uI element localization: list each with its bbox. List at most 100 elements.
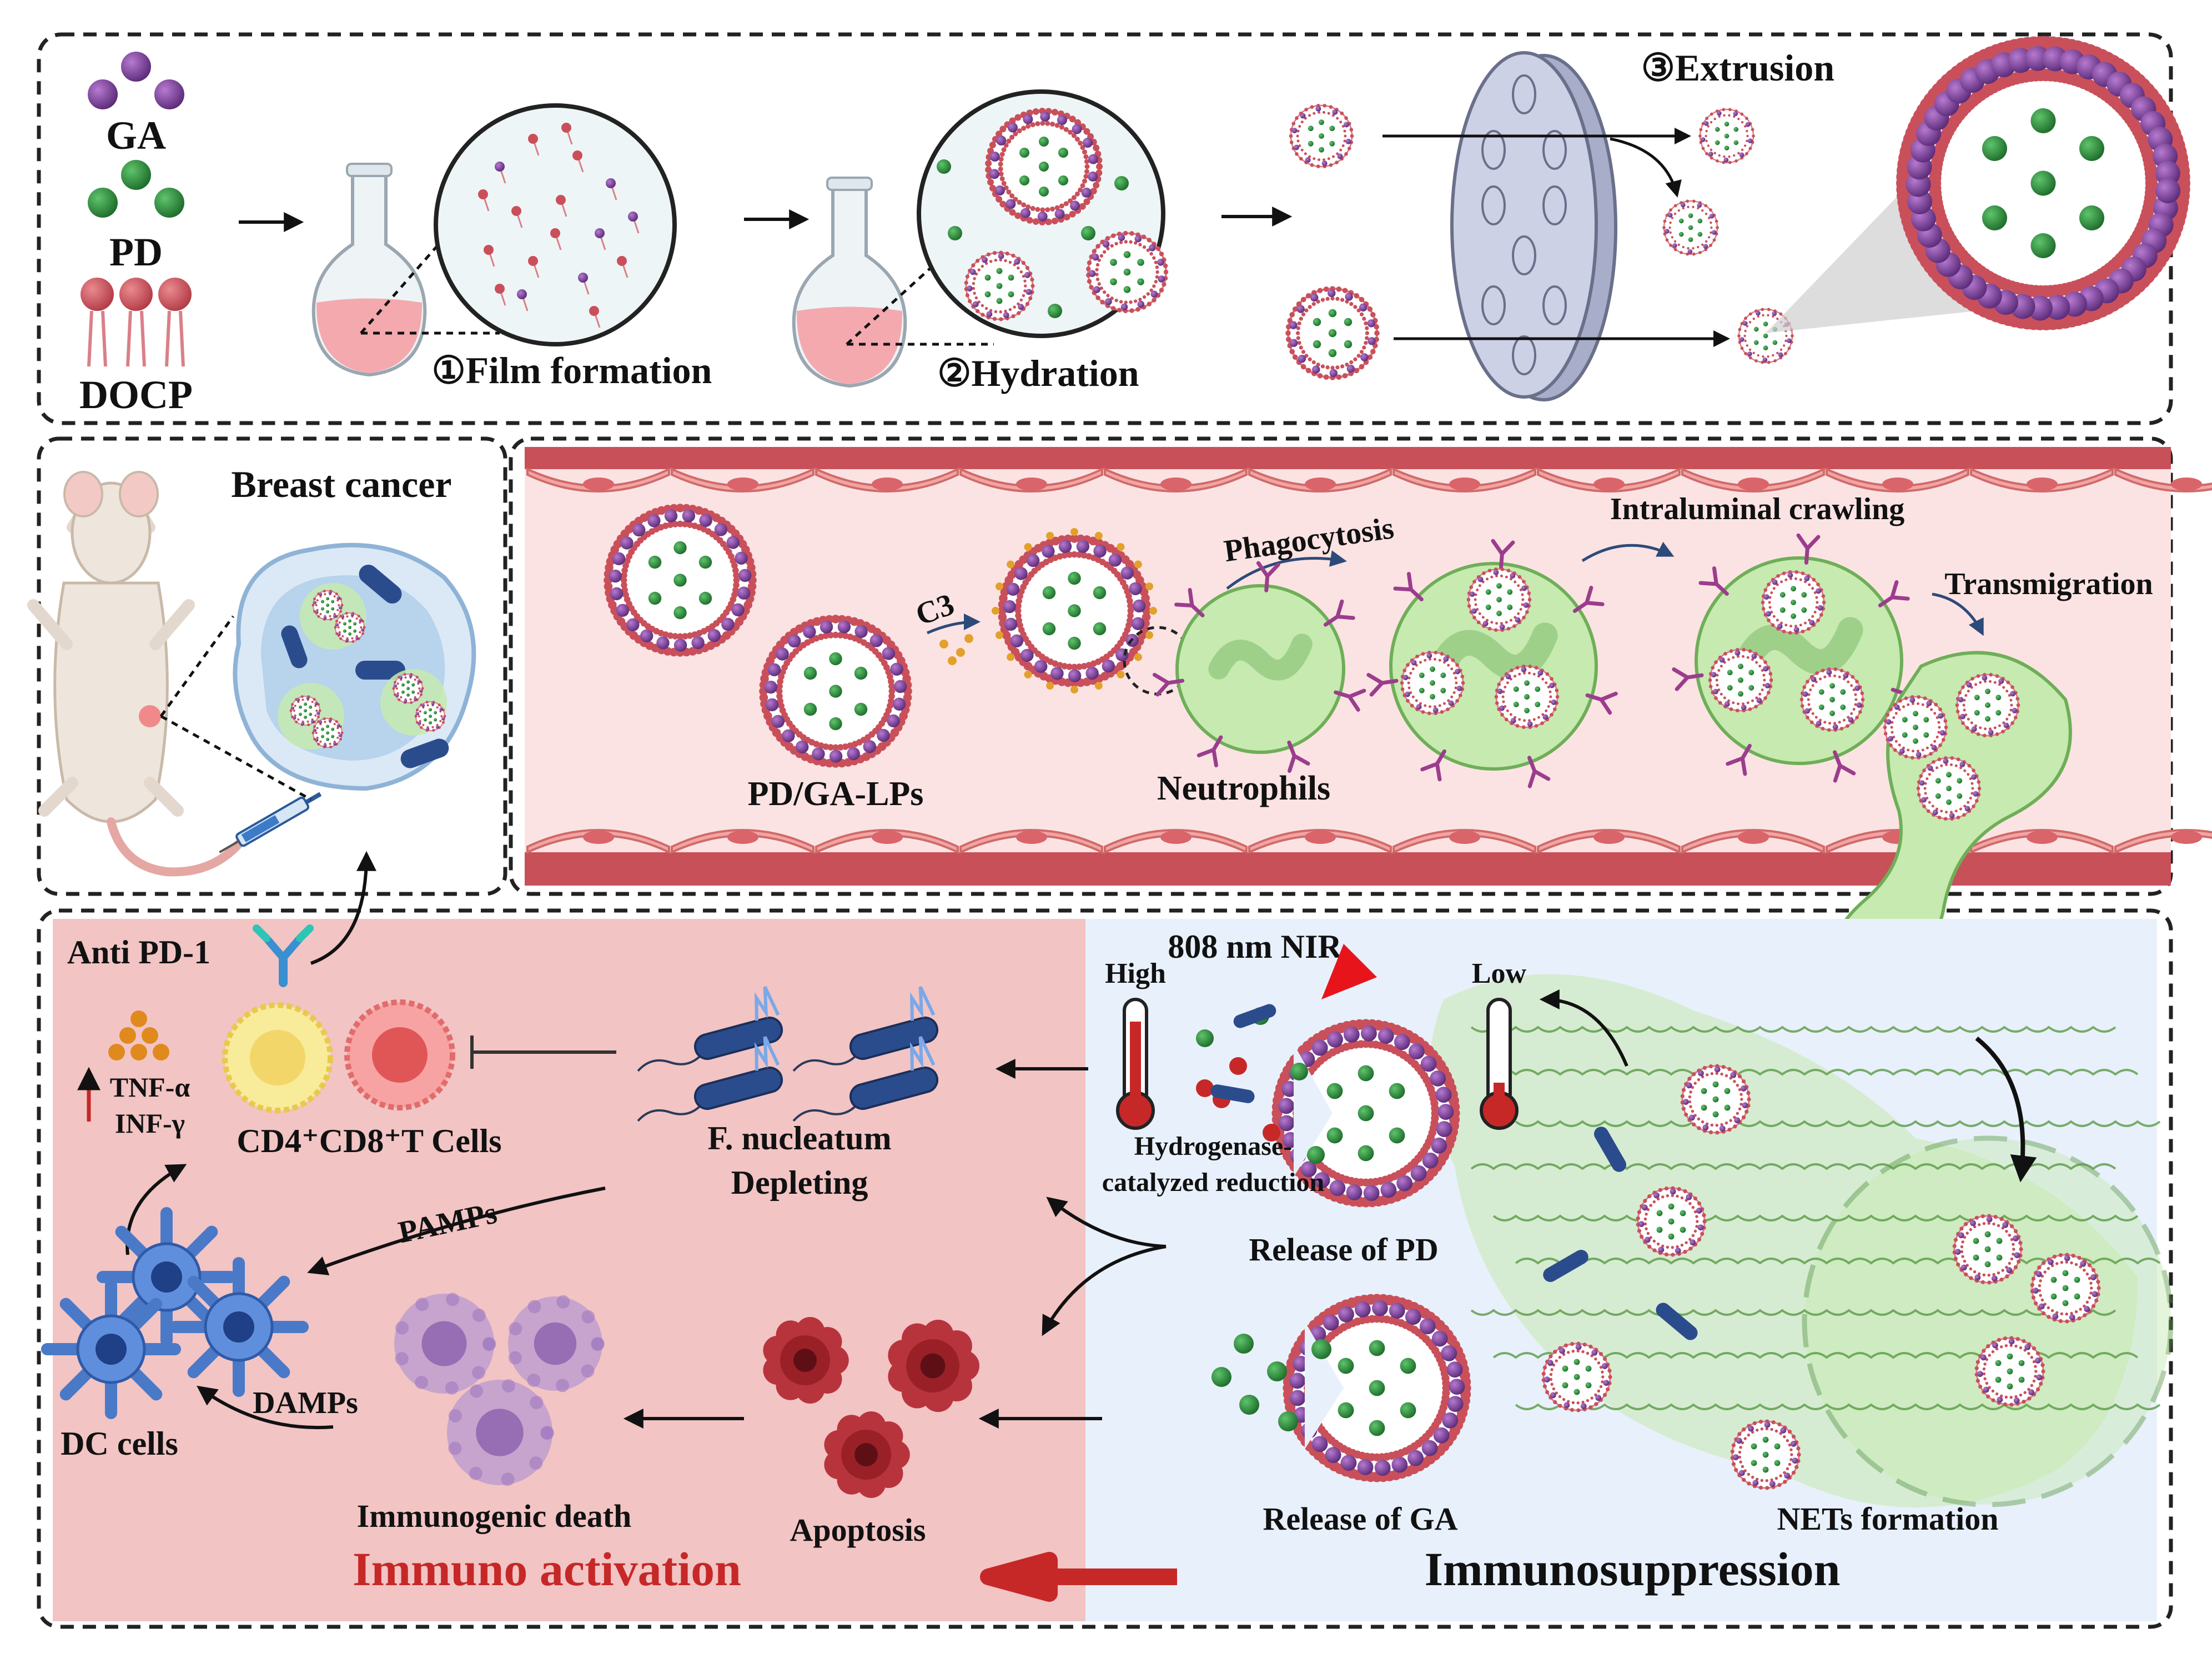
antibody-icon — [253, 924, 314, 987]
transmigration-label: Transmigration — [1944, 567, 2153, 601]
pre-extrusion-large — [1285, 286, 1380, 380]
phagocytosis-arrow — [1226, 550, 1347, 590]
fusobacterium-depleted — [637, 986, 939, 1122]
ga-releasing-liposome — [1283, 1294, 1471, 1482]
immunogenic-cell — [508, 1295, 605, 1392]
cytokine-icon — [108, 1011, 169, 1060]
hydration-liposome-large — [985, 108, 1103, 225]
inf-label: INF-γ — [115, 1108, 185, 1139]
neutrophil-cells — [1152, 533, 2072, 993]
extrusion-label: ③Extrusion — [1641, 47, 1834, 89]
legend-pd-particles — [88, 160, 184, 218]
big-liposome — [1896, 36, 2190, 330]
extrusion-arrow-mid — [1610, 137, 1682, 198]
tumor-liposome — [311, 590, 344, 621]
nets-trapped-liposome — [1680, 1064, 1751, 1135]
tumor-liposome — [414, 701, 446, 732]
film-formation-label: ①Film formation — [432, 349, 712, 391]
legend-ga-particles — [88, 52, 184, 109]
pdga-lps-label: PD/GA-LPs — [748, 775, 924, 813]
nets-trapped-liposome — [1636, 1186, 1707, 1257]
nir-laser — [1321, 944, 1377, 999]
apoptotic-cell — [763, 1317, 849, 1404]
inhibition-line — [470, 1035, 616, 1069]
endothelium-top — [526, 467, 2212, 492]
tumor-liposome — [289, 695, 321, 726]
pdga-liposome-2 — [759, 615, 912, 768]
flask-2 — [792, 177, 907, 388]
film-lipid-scatter — [478, 123, 640, 328]
apoptosis-label: Apoptosis — [790, 1512, 926, 1548]
phagocytosed-liposome — [1761, 570, 1826, 635]
zoom-lines-2 — [846, 260, 994, 346]
endothelium-bottom — [526, 829, 2212, 854]
dc-cells-label: DC cells — [61, 1425, 178, 1462]
transmigration-arrow — [1932, 592, 1984, 636]
nir-label: 808 nm NIR — [1168, 928, 1342, 965]
damps-arrow — [197, 1385, 334, 1430]
dendritic-cell — [41, 1279, 181, 1419]
tumor-zoom-lines — [159, 615, 312, 801]
transmigration-to-nets-arrow — [1975, 1036, 2037, 1183]
immunogenic-death-label: Immunogenic death — [357, 1498, 632, 1534]
nets-trapped-liposome — [2030, 1253, 2101, 1324]
extrusion-membrane — [1450, 51, 1617, 401]
tumor-liposome — [334, 612, 366, 643]
immuno-activation-title: Immuno activation — [353, 1542, 741, 1596]
dendritic-cell — [97, 1207, 237, 1347]
phagocytosed-liposome — [1916, 756, 1982, 821]
tumor-liposome — [311, 717, 344, 748]
nets-formation-label: NETs formation — [1777, 1501, 1998, 1537]
nets-trapped-liposome — [1974, 1336, 2045, 1407]
phagocytosed-liposome — [1955, 673, 2020, 737]
vessel-panel-frame — [509, 436, 2173, 896]
nets-trapped-liposome — [1952, 1214, 2023, 1285]
immunogenic-cell — [394, 1293, 496, 1395]
tumor-illustration — [233, 542, 476, 791]
cd4-t-cell — [222, 1002, 333, 1113]
thermometer-high-icon — [1116, 998, 1155, 1130]
suppression-to-activation-arrow — [980, 1552, 1177, 1602]
damps-label: DAMPs — [253, 1386, 358, 1420]
intraluminal-crawling-label: Intraluminal crawling — [1610, 492, 1904, 526]
immunogenic-dead-cells — [394, 1293, 605, 1486]
legend-docp-label: DOCP — [79, 373, 193, 417]
phagocytosed-liposome — [1708, 648, 1773, 712]
flask-1 — [311, 163, 427, 377]
breast-cancer-title: Breast cancer — [231, 463, 451, 505]
bacterium — [1594, 1127, 1626, 1172]
extruded-liposome-2 — [1662, 199, 1719, 256]
phagocytosed-liposome — [1799, 667, 1865, 732]
dendritic-cell — [169, 1257, 309, 1397]
hydrogenase-label-1: Hydrogenase- — [1134, 1132, 1292, 1161]
pre-extrusion-small — [1289, 104, 1354, 168]
fn-label-line1: F. nucleatum — [707, 1120, 891, 1157]
hydration-liposome-edge — [1086, 230, 1169, 314]
legend-docp-lipids — [81, 278, 192, 367]
mouse-illustration — [27, 471, 243, 877]
apoptotic-cell — [888, 1319, 979, 1412]
fn-label-line2: Depleting — [731, 1164, 868, 1201]
release-pd-arrow-up — [1046, 1197, 1167, 1248]
thermometer-low-icon — [1480, 998, 1519, 1130]
legend-ga-label: GA — [106, 113, 166, 158]
pdga-liposome-1 — [604, 504, 757, 657]
nets-trapped-liposome — [1730, 1419, 1801, 1490]
hydration-liposomes — [937, 108, 1169, 321]
cd-cells-label: CD4⁺CD8⁺T Cells — [237, 1123, 501, 1159]
crawling-arrow — [1581, 541, 1675, 562]
pamps-arrow — [307, 1187, 606, 1275]
phagocytosed-liposome — [1494, 665, 1560, 729]
releasing-liposomes — [1196, 1004, 2101, 1490]
extrusion-liposomes — [1285, 104, 1794, 380]
tnf-label: TNF-α — [110, 1072, 190, 1103]
low-label: Low — [1472, 958, 1527, 989]
arrow-to-model — [310, 851, 376, 965]
apoptotic-cell — [824, 1411, 910, 1498]
immune-panel-frame — [37, 908, 2173, 1629]
phagocytosed-liposome — [1466, 567, 1532, 632]
apoptotic-cells — [763, 1317, 979, 1498]
release-ga-label: Release of GA — [1263, 1501, 1457, 1537]
nets-trapped-liposome — [1541, 1341, 1612, 1412]
nets-to-low-arrow — [1539, 989, 1628, 1067]
